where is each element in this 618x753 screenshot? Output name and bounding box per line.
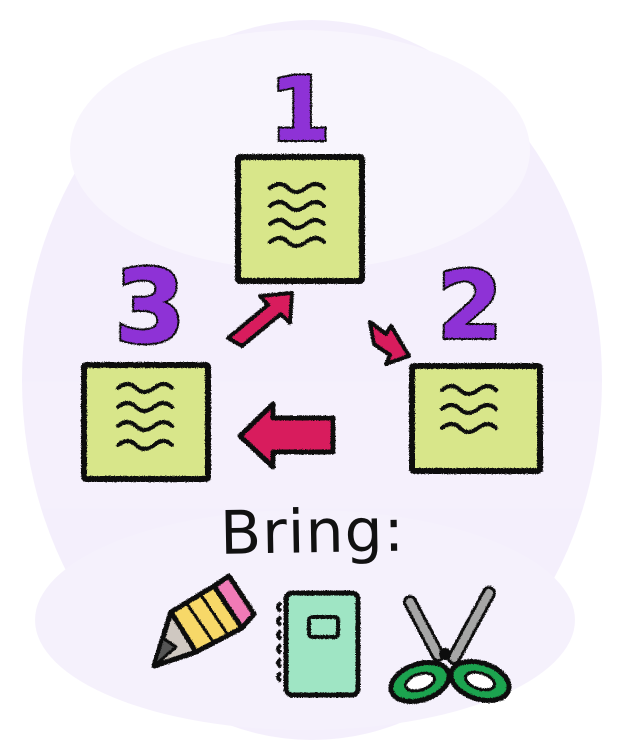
arrow-2-to-1-icon [226, 291, 294, 348]
bring-label: Bring: [219, 495, 406, 569]
paper-1-lines [268, 182, 326, 248]
step-number-3: 3 [115, 248, 186, 367]
arrow-into-2-icon [368, 320, 411, 366]
paper-1-icon [235, 154, 365, 284]
paper-3-lines [116, 382, 174, 451]
arrow-2-to-3-icon [237, 401, 336, 470]
step-1: 1 [235, 56, 365, 284]
paper-2-icon [409, 363, 543, 474]
scissors-icon [388, 586, 512, 704]
step-2: 2 [409, 250, 543, 474]
step-3: 3 [81, 246, 211, 482]
paper-3-icon [81, 362, 211, 482]
step-number-2: 2 [437, 252, 502, 361]
pencil-icon [151, 573, 257, 669]
step-number-1: 1 [269, 58, 330, 161]
notebook-icon [276, 590, 361, 698]
paper-2-lines [440, 384, 498, 434]
